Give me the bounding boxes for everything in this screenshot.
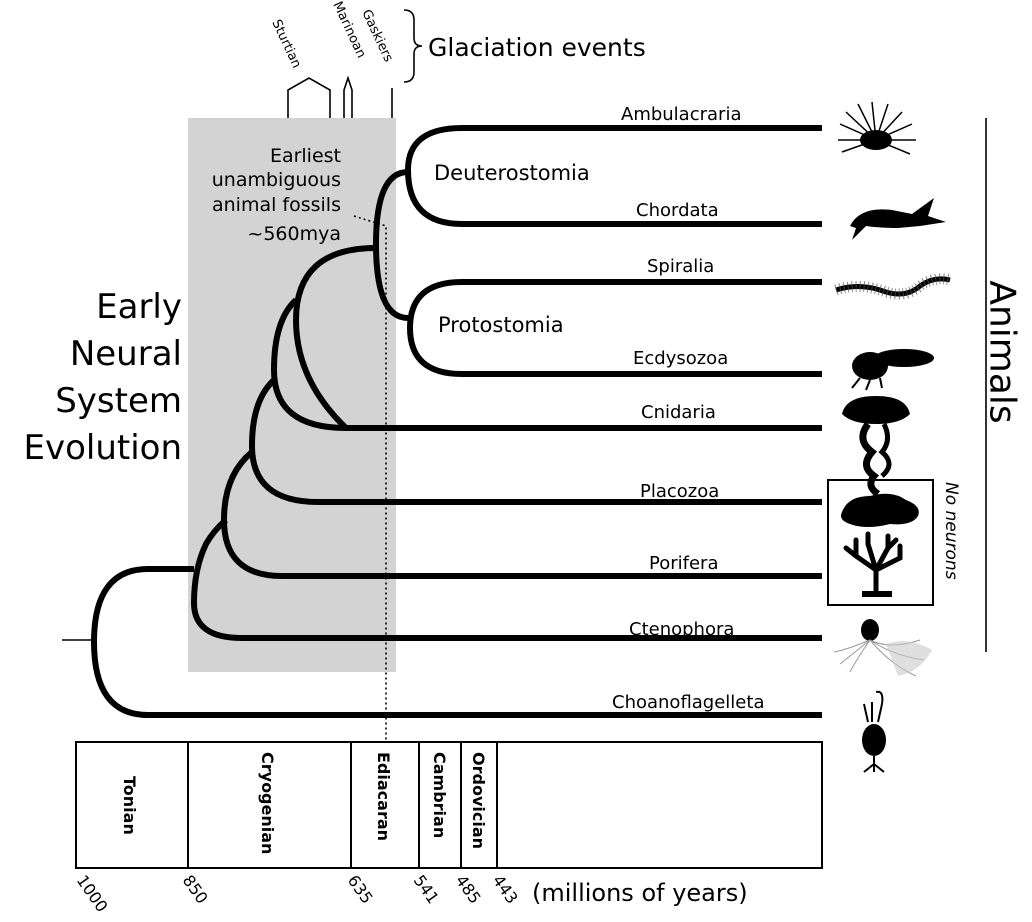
fossil-note-line: ~560mya bbox=[247, 223, 341, 245]
taxon-label-spiralia: Spiralia bbox=[647, 256, 714, 277]
taxon-label-ecdysozoa: Ecdysozoa bbox=[633, 348, 728, 369]
sponge-icon bbox=[846, 534, 900, 594]
choanoflagellate-icon bbox=[862, 692, 886, 772]
period-label-ordovician: Ordovician bbox=[469, 752, 488, 849]
annelid-worm-icon bbox=[836, 279, 950, 294]
taxon-label-placozoa: Placozoa bbox=[640, 481, 719, 502]
comb-jelly-icon bbox=[834, 619, 932, 676]
fish-icon bbox=[850, 198, 946, 240]
figure-title: Early Neural System Evolution bbox=[23, 287, 182, 468]
sturtian-marker bbox=[288, 78, 330, 118]
clade-label-protostomia: Protostomia bbox=[438, 313, 564, 337]
time-tick-label: 541 bbox=[410, 871, 443, 907]
title-line: Early bbox=[96, 287, 182, 327]
time-tick-label: 635 bbox=[344, 871, 377, 907]
period-label-cambrian: Cambrian bbox=[430, 752, 449, 838]
period-label-ediacaran: Ediacaran bbox=[374, 752, 393, 841]
time-axis: 1000 850 635 541 485 443 (millions of ye… bbox=[73, 871, 748, 915]
sea-urchin-icon bbox=[838, 102, 916, 154]
taxon-label-porifera: Porifera bbox=[649, 553, 718, 574]
sturtian-label: Sturtian bbox=[268, 17, 304, 70]
taxon-label-ambulacraria: Ambulacraria bbox=[621, 104, 741, 125]
taxon-label-ctenophora: Ctenophora bbox=[629, 619, 734, 640]
time-tick-label: 850 bbox=[179, 871, 212, 907]
clade-label-deuterostomia: Deuterostomia bbox=[434, 161, 590, 185]
time-tick-label: 485 bbox=[452, 871, 485, 907]
taxon-label-choanoflagelleta: Choanoflagelleta bbox=[612, 692, 764, 713]
taxon-label-cnidaria: Cnidaria bbox=[641, 402, 716, 423]
glaciation-brace bbox=[404, 10, 422, 82]
marinoan-marker bbox=[344, 78, 352, 118]
period-label-cryogenian: Cryogenian bbox=[258, 752, 277, 854]
fossil-note-line: unambiguous bbox=[212, 169, 341, 191]
animals-label: Animals bbox=[982, 280, 1023, 423]
placozoan-icon bbox=[841, 494, 919, 527]
branch-root bbox=[94, 569, 194, 715]
title-line: Evolution bbox=[23, 428, 182, 468]
fossil-note-line: Earliest bbox=[270, 145, 341, 167]
fly-icon bbox=[852, 349, 934, 390]
taxon-label-chordata: Chordata bbox=[636, 200, 719, 221]
title-line: Neural bbox=[70, 334, 182, 374]
fossil-note-line: animal fossils bbox=[212, 194, 341, 216]
time-unit-label: (millions of years) bbox=[532, 879, 748, 907]
period-label-tonian: Tonian bbox=[120, 776, 139, 835]
marinoan-label: Marinoan bbox=[329, 0, 368, 61]
title-line: System bbox=[55, 381, 182, 421]
time-tick-label: 1000 bbox=[73, 871, 112, 915]
no-neurons-label: No neurons bbox=[941, 482, 961, 580]
glaciation-events-label: Glaciation events bbox=[428, 33, 646, 62]
time-tick-label: 443 bbox=[489, 871, 522, 907]
